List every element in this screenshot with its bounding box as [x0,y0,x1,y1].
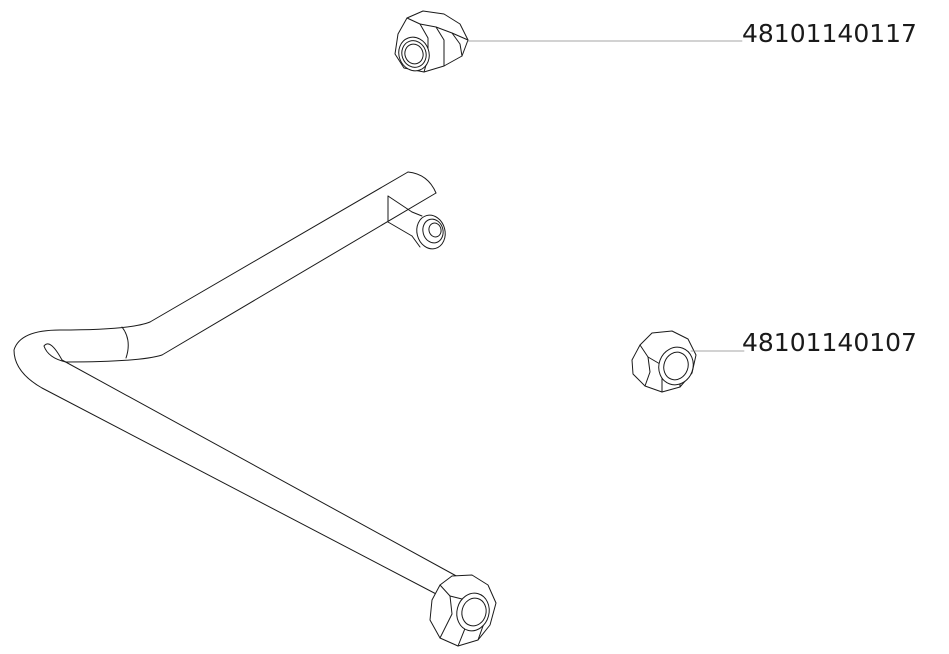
compression-nut-top [394,10,469,73]
compression-nut-middle [631,330,697,393]
compression-nut-bottom [429,574,497,647]
part-number-label-top: 48101140117 [742,19,917,48]
bent-pipe-assembly [13,171,461,597]
part-number-label-middle: 48101140107 [742,328,917,357]
